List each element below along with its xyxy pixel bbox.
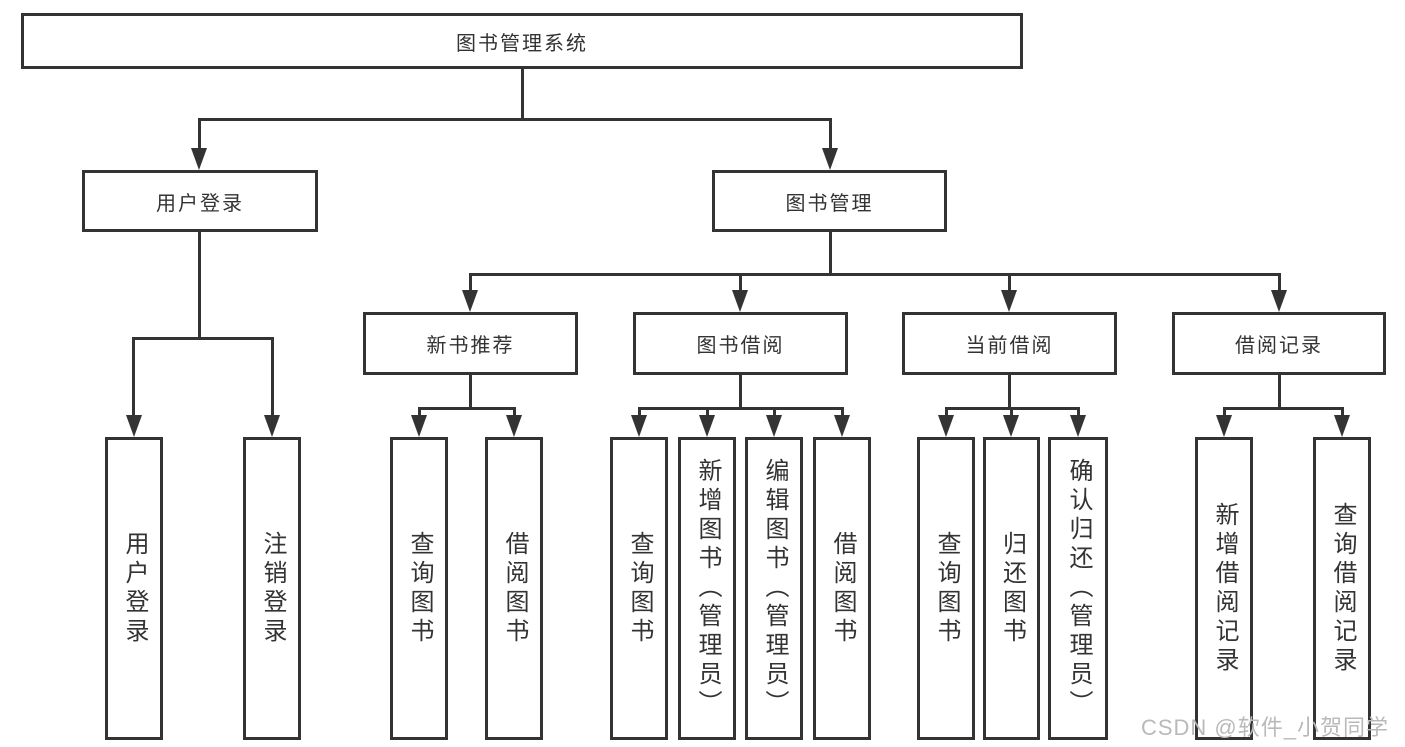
connector-book-mgmt-branch [469,273,1281,276]
arrow-to-cb-confirm-icon [1070,415,1086,437]
arrow-to-bb-borrow-icon [834,415,850,437]
connector-borrow-record-stem [1278,375,1281,407]
arrow-to-cb-query-icon [938,415,954,437]
connector-to-cb-query-stem [945,407,948,415]
leaf-br-add-record-label: 新增借阅记录 [1211,501,1238,676]
leaf-cb-confirm-return: 确认归还（管理员） [1048,437,1108,740]
connector-to-br-add-stem [1223,407,1226,415]
connector-to-bb-add-stem [706,407,709,415]
arrow-to-book-borrow-icon [732,290,748,312]
arrow-to-user-login-icon [191,148,207,170]
connector-to-br-query-stem [1341,407,1344,415]
leaf-user-login-label: 用户登录 [121,530,148,647]
connector-to-cb-confirm-stem [1077,407,1080,415]
connector-book-borrow-stem [739,375,742,407]
connector-to-new-book-stem [469,273,472,290]
connector-to-borrow-record-stem [1278,273,1281,290]
connector-current-borrow-stem [1008,375,1011,407]
arrow-to-br-add-icon [1216,415,1232,437]
arrow-to-bb-edit-icon [766,415,782,437]
arrow-to-bb-add-icon [699,415,715,437]
arrow-to-nb-borrow-icon [506,415,522,437]
node-current-borrow: 当前借阅 [902,312,1117,375]
arrow-to-current-borrow-icon [1001,290,1017,312]
node-book-borrow-label: 图书借阅 [696,335,785,357]
node-current-borrow-label: 当前借阅 [965,335,1054,357]
leaf-br-query-record-label: 查询借阅记录 [1329,501,1356,676]
connector-root-branch [198,118,832,121]
leaf-cb-confirm-return-label: 确认归还（管理员） [1065,458,1092,719]
connector-to-nb-query-stem [418,407,421,415]
leaf-cb-query-books-label: 查询图书 [933,530,960,647]
node-new-book-rec-label: 新书推荐 [426,335,515,357]
connector-to-book-mgmt-stem [829,118,832,150]
leaf-br-add-record: 新增借阅记录 [1195,437,1253,740]
connector-to-leaf-user-login-stem [132,337,135,415]
leaf-bb-query-books: 查询图书 [610,437,668,740]
connector-to-leaf-logout-stem [271,337,274,415]
leaf-logout: 注销登录 [243,437,301,740]
arrow-to-leaf-user-login-icon [126,415,142,437]
leaf-bb-borrow-books-label: 借阅图书 [829,530,856,647]
connector-to-cb-return-stem [1010,407,1013,415]
leaf-nb-borrow-books: 借阅图书 [485,437,543,740]
leaf-logout-label: 注销登录 [259,530,286,647]
leaf-bb-edit-books: 编辑图书（管理员） [745,437,803,740]
arrow-to-nb-query-icon [411,415,427,437]
connector-to-current-borrow-stem [1008,273,1011,290]
leaf-bb-edit-books-label: 编辑图书（管理员） [761,458,788,719]
node-book-borrow: 图书借阅 [633,312,848,375]
node-book-mgmt-label: 图书管理 [785,192,874,215]
arrow-to-br-query-icon [1334,415,1350,437]
leaf-user-login: 用户登录 [105,437,163,740]
connector-new-book-branch [418,407,516,410]
arrow-to-cb-return-icon [1003,415,1019,437]
leaf-cb-query-books: 查询图书 [917,437,975,740]
leaf-bb-borrow-books: 借阅图书 [813,437,871,740]
connector-root-stem [521,69,524,118]
connector-to-nb-borrow-stem [513,407,516,415]
connector-new-book-stem [469,375,472,407]
node-borrow-record-label: 借阅记录 [1235,335,1323,357]
leaf-bb-query-books-label: 查询图书 [626,530,653,647]
connector-to-bb-query-stem [638,407,641,415]
node-user-login-label: 用户登录 [156,192,244,215]
connector-book-borrow-branch [638,407,844,410]
leaf-cb-return-books: 归还图书 [983,437,1040,740]
arrow-to-leaf-logout-icon [264,415,280,437]
leaf-bb-add-books: 新增图书（管理员） [678,437,736,740]
connector-book-mgmt-stem [829,232,832,273]
arrow-to-borrow-record-icon [1271,290,1287,312]
connector-to-user-login-stem [198,118,201,150]
connector-to-book-borrow-stem [739,273,742,290]
connector-borrow-record-branch [1223,407,1344,410]
leaf-bb-add-books-label: 新增图书（管理员） [694,458,721,719]
leaf-br-query-record: 查询借阅记录 [1313,437,1371,740]
node-book-mgmt: 图书管理 [712,170,947,232]
csdn-watermark: CSDN @软件_小贺同学 [1140,715,1389,740]
leaf-cb-return-books-label: 归还图书 [998,530,1026,647]
node-root-label: 图书管理系统 [456,32,588,55]
arrow-to-new-book-icon [462,290,478,312]
connector-to-bb-borrow-stem [841,407,844,415]
arrow-to-bb-query-icon [631,415,647,437]
leaf-nb-borrow-books-label: 借阅图书 [501,530,528,647]
leaf-nb-query-books-label: 查询图书 [406,530,433,647]
connector-user-login-branch [132,337,273,340]
node-new-book-rec: 新书推荐 [363,312,578,375]
node-root: 图书管理系统 [21,13,1023,69]
arrow-to-book-mgmt-icon [822,148,838,170]
node-user-login: 用户登录 [82,170,318,232]
connector-to-bb-edit-stem [773,407,776,415]
node-borrow-record: 借阅记录 [1172,312,1386,375]
leaf-nb-query-books: 查询图书 [390,437,448,740]
connector-user-login-stem [198,232,201,337]
